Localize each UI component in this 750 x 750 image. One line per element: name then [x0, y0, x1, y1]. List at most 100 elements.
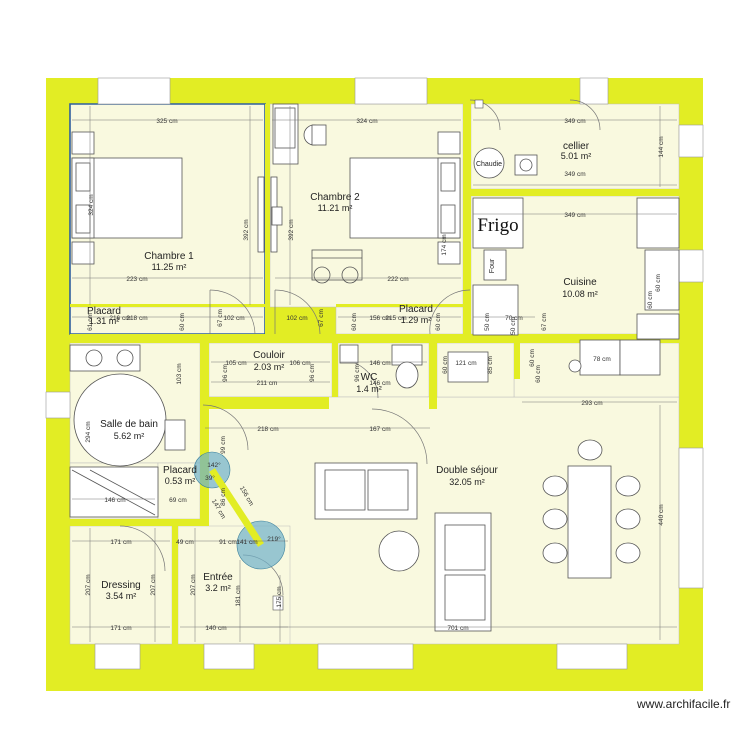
window-sejour-right [678, 447, 704, 589]
cellier-fixtures [473, 147, 538, 179]
room-dressing-name: Dressing [101, 580, 140, 591]
interior-walls [70, 104, 679, 644]
dim-207b: 207 cm [150, 574, 157, 595]
dim-175: 175 cm [276, 586, 283, 607]
room-entree-area: 3.2 m² [205, 583, 231, 593]
room-placard3-name: Placard [163, 465, 197, 476]
room-placard2-area: 1.29 m² [401, 315, 432, 325]
dim-207c: 207 cm [190, 574, 197, 595]
window-cellier-top [579, 77, 609, 105]
window-bottom-4 [556, 643, 628, 670]
watermark: www.archifacile.fr [637, 697, 731, 711]
dim-121: 121 cm [455, 360, 476, 367]
dim-349a: 349 cm [564, 118, 585, 125]
dim-60a: 60 cm [179, 313, 186, 331]
dim-86: 86 cm [220, 488, 227, 506]
dim-91: 91 cm [219, 539, 237, 546]
dim-211: 211 cm [257, 380, 278, 387]
windows [45, 77, 704, 670]
dim-60d: 60 cm [442, 356, 449, 374]
dim-324v: 324 cm [88, 194, 95, 215]
dim-67c: 67 cm [541, 313, 548, 331]
dimension-lines [72, 106, 677, 642]
dim-324: 324 cm [356, 118, 377, 125]
dim-207a: 207 cm [85, 574, 92, 595]
dim-140: 140 cm [205, 625, 226, 632]
dim-171a: 171 cm [110, 539, 131, 546]
window-cellier-right [678, 124, 704, 158]
dim-49: 49 cm [176, 539, 194, 546]
dim-156: 156 cm [369, 315, 390, 322]
doors [119, 99, 601, 596]
dim-171b: 171 cm [110, 625, 131, 632]
dim-223: 223 cm [126, 276, 147, 283]
dim-218a: 218 cm [126, 315, 147, 322]
dim-392a: 392 cm [243, 219, 250, 240]
dim-174: 174 cm [441, 234, 448, 255]
room-chambre2-name: Chambre 2 [310, 192, 360, 203]
floor-cellier [470, 103, 680, 190]
dim-67b: 67 cm [318, 309, 325, 327]
window-bottom-1 [94, 643, 141, 670]
room-placard1-area: 1.31 m² [89, 316, 120, 326]
dim-146b: 146 cm [369, 380, 390, 387]
dim-99: 99 cm [220, 436, 227, 454]
dim-218b: 218 cm [257, 426, 278, 433]
angle-39: 39° [205, 474, 215, 482]
room-placard1-name: Placard [87, 306, 121, 317]
room-chambre1-area: 11.25 m² [152, 262, 187, 272]
room-sejour-name: Double séjour [436, 465, 498, 476]
room-dressing-area: 3.54 m² [106, 591, 137, 601]
diagonal-wall [209, 468, 264, 547]
room-cellier-area: 5.01 m² [561, 151, 592, 161]
frigo-label: Frigo [477, 215, 518, 236]
dim-349b: 349 cm [564, 171, 585, 178]
bed-chambre2 [349, 131, 461, 265]
wheelchair-chambre2 [311, 249, 363, 284]
dim-106: 106 cm [289, 360, 310, 367]
window-chambre2-top [354, 77, 428, 105]
coffee-table [378, 530, 420, 572]
dim-96a: 96 cm [222, 364, 229, 382]
dim-61: 61 cm [87, 313, 94, 331]
dim-349c: 349 cm [564, 212, 585, 219]
room-chambre2-area: 11.21 m² [318, 203, 353, 213]
dim-392b: 392 cm [288, 219, 295, 240]
switches [272, 99, 484, 611]
window-cuisine-right [678, 249, 704, 283]
room-cuisine-area: 10.08 m² [562, 289, 598, 299]
room-couloir-area: 2.03 m² [254, 362, 285, 372]
dim-69: 69 cm [169, 497, 187, 504]
wc-fixtures [339, 344, 489, 389]
angle-219: 219° [267, 535, 281, 543]
dim-181: 181 cm [235, 585, 242, 606]
room-sejour-area: 32.05 m² [449, 477, 485, 487]
room-couloir-name: Couloir [253, 350, 285, 361]
dim-78: 78 cm [593, 356, 611, 363]
dim-146c: 146 cm [104, 497, 125, 504]
kitchen-fixtures [472, 197, 680, 376]
dim-60g: 60 cm [647, 291, 654, 309]
dim-60f: 60 cm [655, 274, 662, 292]
dining-set [542, 439, 641, 579]
dim-293: 293 cm [581, 400, 602, 407]
room-chambre1-name: Chambre 1 [144, 251, 194, 262]
dim-215: 215 cm [385, 315, 406, 322]
dim-146a: 146 cm [369, 360, 390, 367]
dim-701: 701 cm [447, 625, 468, 632]
dim-167: 167 cm [369, 426, 390, 433]
window-left [45, 391, 71, 419]
room-sdb-area: 5.62 m² [114, 431, 145, 441]
dim-70: 70 cm [505, 315, 523, 322]
floor-couloir-a [208, 342, 333, 398]
dim-60e: 60 cm [529, 349, 536, 367]
radiators [257, 176, 283, 253]
four-label: Four [489, 258, 496, 273]
dim-102b: 102 cm [286, 315, 307, 322]
dim-325: 325 cm [156, 118, 177, 125]
room-placard3-area: 0.53 m² [165, 476, 196, 486]
chaudiere-label: Chaudie [476, 161, 502, 168]
dim-85: 85 cm [487, 356, 494, 374]
room-wc-name: WC [361, 372, 378, 383]
dim-50: 50 cm [484, 313, 491, 331]
